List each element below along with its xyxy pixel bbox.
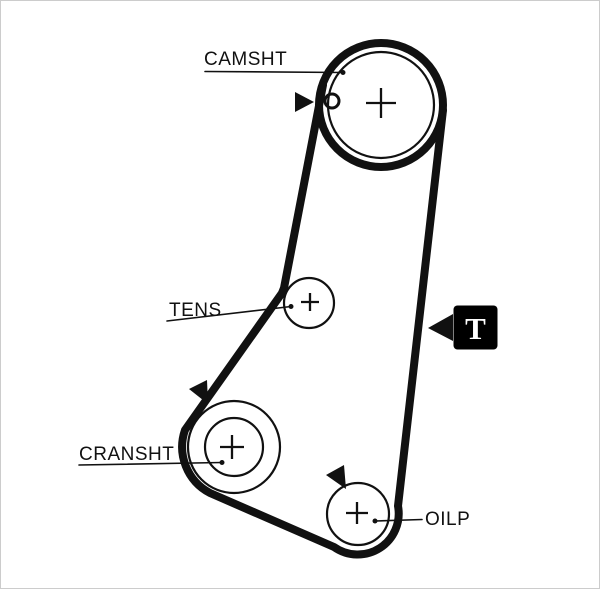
crankshaft-leader-dot	[219, 460, 225, 465]
oil-pump-center-cross-icon	[346, 502, 368, 524]
belt	[178, 39, 447, 559]
crankshaft-pulley-inner-circle	[203, 416, 265, 478]
camshaft-pulley: CAMSHT	[204, 49, 436, 160]
tension-marker-box	[453, 305, 498, 350]
tension-marker: T	[428, 305, 498, 350]
camshaft-leader-dot	[340, 70, 346, 75]
oil-pump-leader-dot	[372, 518, 378, 524]
camshaft-leader-line	[204, 70, 344, 74]
camshaft-timing-mark-circle	[323, 92, 341, 110]
crankshaft-pulley-outer-circle	[186, 399, 282, 495]
tensioner-leader-line	[166, 305, 292, 322]
oil-pump-pulley: OILP	[325, 465, 470, 547]
camshaft-center-cross-icon	[366, 88, 396, 118]
crankshaft-label: CRANSHT	[79, 444, 174, 465]
crankshaft-arrow-icon	[189, 380, 208, 404]
crankshaft-pulley: CRANSHT	[78, 380, 282, 495]
camshaft-label: CAMSHT	[204, 49, 287, 70]
belt-path	[178, 81, 447, 559]
tensioner-pulley-circle	[282, 276, 336, 330]
oil-pump-label: OILP	[425, 509, 470, 530]
oil-pump-arrow-icon	[326, 465, 346, 489]
camshaft-arrow-icon	[295, 92, 314, 112]
tensioner-pulley: TENS	[166, 276, 336, 330]
oil-pump-pulley-circle	[325, 481, 391, 547]
tension-marker-arrow-icon	[428, 314, 453, 341]
oil-pump-leader-line	[374, 518, 423, 522]
tensioner-label: TENS	[169, 300, 222, 321]
tension-marker-letter: T	[465, 311, 486, 346]
crankshaft-leader-line	[78, 461, 223, 466]
tensioner-leader-dot	[288, 304, 294, 309]
tensioner-center-cross-icon	[301, 293, 319, 311]
crankshaft-center-cross-icon	[220, 435, 244, 459]
